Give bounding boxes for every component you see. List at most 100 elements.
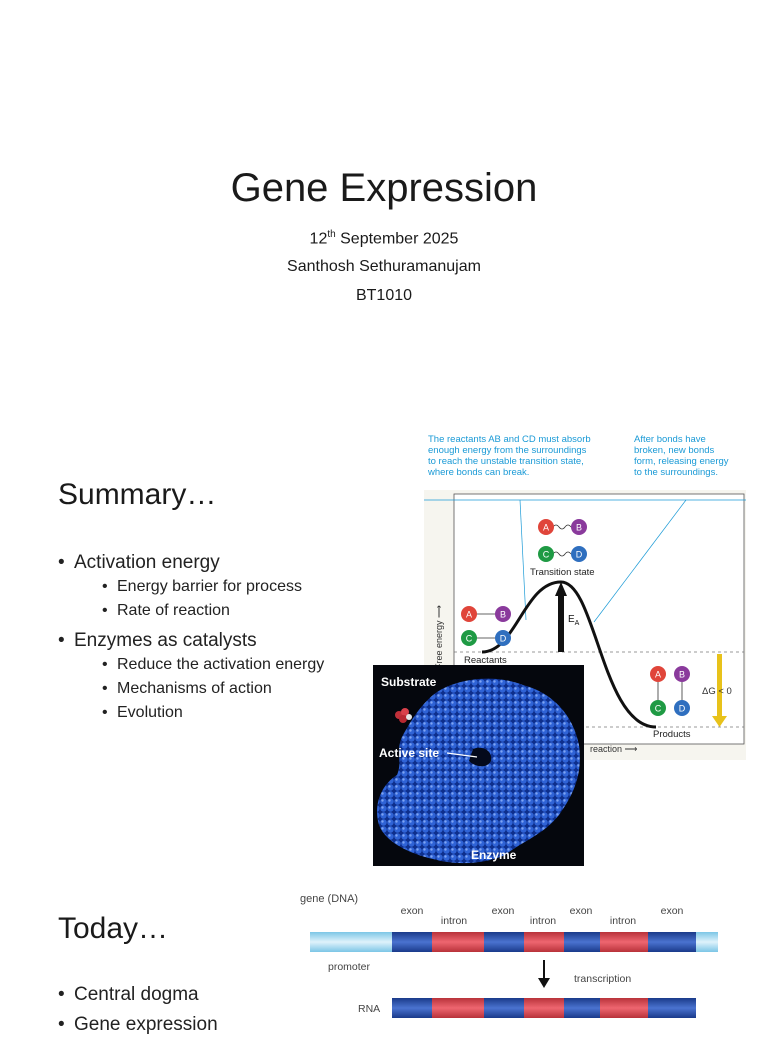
promoter-label: promoter	[328, 961, 371, 973]
product-molecules: A B C D	[650, 666, 690, 716]
date-suffix: th	[327, 229, 336, 240]
atom-c	[650, 700, 666, 716]
atom-a	[461, 606, 477, 622]
ea-arrow-head	[555, 582, 567, 596]
sub-list-item: Reduce the activation energy	[102, 653, 324, 677]
atom-d	[571, 546, 587, 562]
today-heading: Today…	[58, 912, 169, 945]
atom-a	[650, 666, 666, 682]
transcription-label: transcription	[574, 973, 631, 985]
note-left: The reactants AB and CD must absorb enou…	[427, 434, 593, 478]
svg-text:A: A	[466, 610, 472, 620]
dg-arrow-head	[712, 716, 727, 727]
active-site-pointer	[446, 752, 478, 758]
summary-heading: Summary…	[58, 478, 217, 511]
energy-curve	[481, 580, 657, 729]
exon-segment	[564, 932, 600, 952]
svg-text:B: B	[500, 610, 506, 620]
active-site-label: Active site	[379, 746, 439, 760]
exon-segment	[564, 998, 600, 1018]
dg-label: ΔG < 0	[702, 686, 732, 697]
intron-segment	[600, 998, 648, 1018]
atom-b	[571, 519, 587, 535]
svg-text:D: D	[500, 634, 507, 644]
list-item-label: Enzymes as catalysts	[74, 630, 257, 651]
ea-arrow-shaft	[558, 594, 564, 652]
note-right: After bonds have broken, new bonds form,…	[634, 434, 731, 478]
sub-list-item: Mechanisms of action	[102, 677, 324, 701]
segment-label: intron	[610, 915, 636, 927]
list-item: Enzymes as catalysts Reduce the activati…	[58, 628, 324, 725]
segment-label: exon	[401, 905, 424, 917]
svg-text:A: A	[655, 670, 661, 680]
rna-label: RNA	[358, 1003, 380, 1015]
note-left-pointer	[519, 499, 527, 621]
dna-tail-segment	[696, 932, 718, 952]
list-item: Activation energy Energy barrier for pro…	[58, 550, 324, 623]
svg-text:A: A	[543, 523, 549, 533]
sub-list-item: Evolution	[102, 701, 324, 725]
intron-segment	[524, 932, 564, 952]
svg-text:C: C	[655, 704, 662, 714]
intron-segment	[432, 998, 484, 1018]
transcription-arrow-head	[538, 978, 550, 988]
svg-text:D: D	[576, 550, 583, 560]
exon-segment	[392, 932, 432, 952]
presentation-title: Gene Expression	[230, 166, 538, 210]
summary-slide: Summary… Activation energy Energy barrie…	[0, 412, 768, 872]
exon-segment	[648, 998, 696, 1018]
gene-dna-label: gene (DNA)	[300, 893, 358, 905]
svg-text:B: B	[679, 670, 685, 680]
atom-c	[538, 546, 554, 562]
svg-text:B: B	[576, 523, 582, 533]
sub-list: Reduce the activation energy Mechanisms …	[74, 653, 324, 725]
exon-segment	[484, 932, 524, 952]
substrate-label: Substrate	[381, 675, 437, 689]
sub-list-item: Rate of reaction	[102, 599, 324, 623]
transition-state-label: Transition state	[530, 567, 595, 578]
intron-segment	[600, 932, 648, 952]
atom-d	[495, 630, 511, 646]
gene-structure-diagram: gene (DNA) exon intron exon intron exon …	[300, 893, 718, 1018]
list-item: Central dogma	[58, 982, 218, 1007]
y-axis-label: Free energy ⟶	[434, 605, 444, 669]
summary-list: Activation energy Energy barrier for pro…	[58, 545, 324, 725]
exon-intron-labels: exon intron exon intron exon intron exon	[401, 905, 684, 927]
date-day: 12	[309, 230, 328, 248]
segment-label: exon	[661, 905, 684, 917]
enzyme-body	[377, 678, 580, 864]
segment-label: intron	[441, 915, 467, 927]
dna-strand	[310, 932, 718, 952]
title-slide: Gene Expression 12th September 2025 Sant…	[0, 0, 768, 412]
reactant-molecules: A B C D	[461, 606, 511, 646]
atom-d	[674, 700, 690, 716]
exon-segment	[392, 998, 432, 1018]
list-item-label: Activation energy	[74, 552, 220, 573]
sub-list-item: Energy barrier for process	[102, 575, 324, 599]
enzyme-label: Enzyme	[471, 848, 517, 862]
segment-label: exon	[570, 905, 593, 917]
svg-text:C: C	[543, 550, 550, 560]
active-site-cleft	[469, 747, 492, 767]
exon-segment	[484, 998, 524, 1018]
atom-b	[674, 666, 690, 682]
date-rest: September 2025	[335, 230, 459, 248]
atom-b	[495, 606, 511, 622]
x-axis-label: reaction ⟶	[590, 744, 638, 754]
transition-molecules: A B C D	[538, 519, 587, 562]
presentation-author: Santhosh Sethuramanujam	[287, 258, 481, 275]
note-right-pointer	[593, 499, 687, 623]
atom-a	[538, 519, 554, 535]
list-item: Gene expression	[58, 1012, 218, 1037]
svg-text:C: C	[466, 634, 473, 644]
reactants-label: Reactants	[464, 655, 507, 666]
presentation-date: 12th September 2025	[0, 229, 768, 248]
promoter-segment	[310, 932, 392, 952]
sub-list: Energy barrier for process Rate of react…	[74, 575, 324, 623]
rna-strand	[392, 998, 696, 1018]
products-label: Products	[653, 729, 691, 740]
today-list: Central dogma Gene expression	[58, 977, 218, 1037]
ea-label: EA	[568, 614, 580, 627]
segment-label: exon	[492, 905, 515, 917]
dg-arrow-shaft	[717, 654, 722, 718]
